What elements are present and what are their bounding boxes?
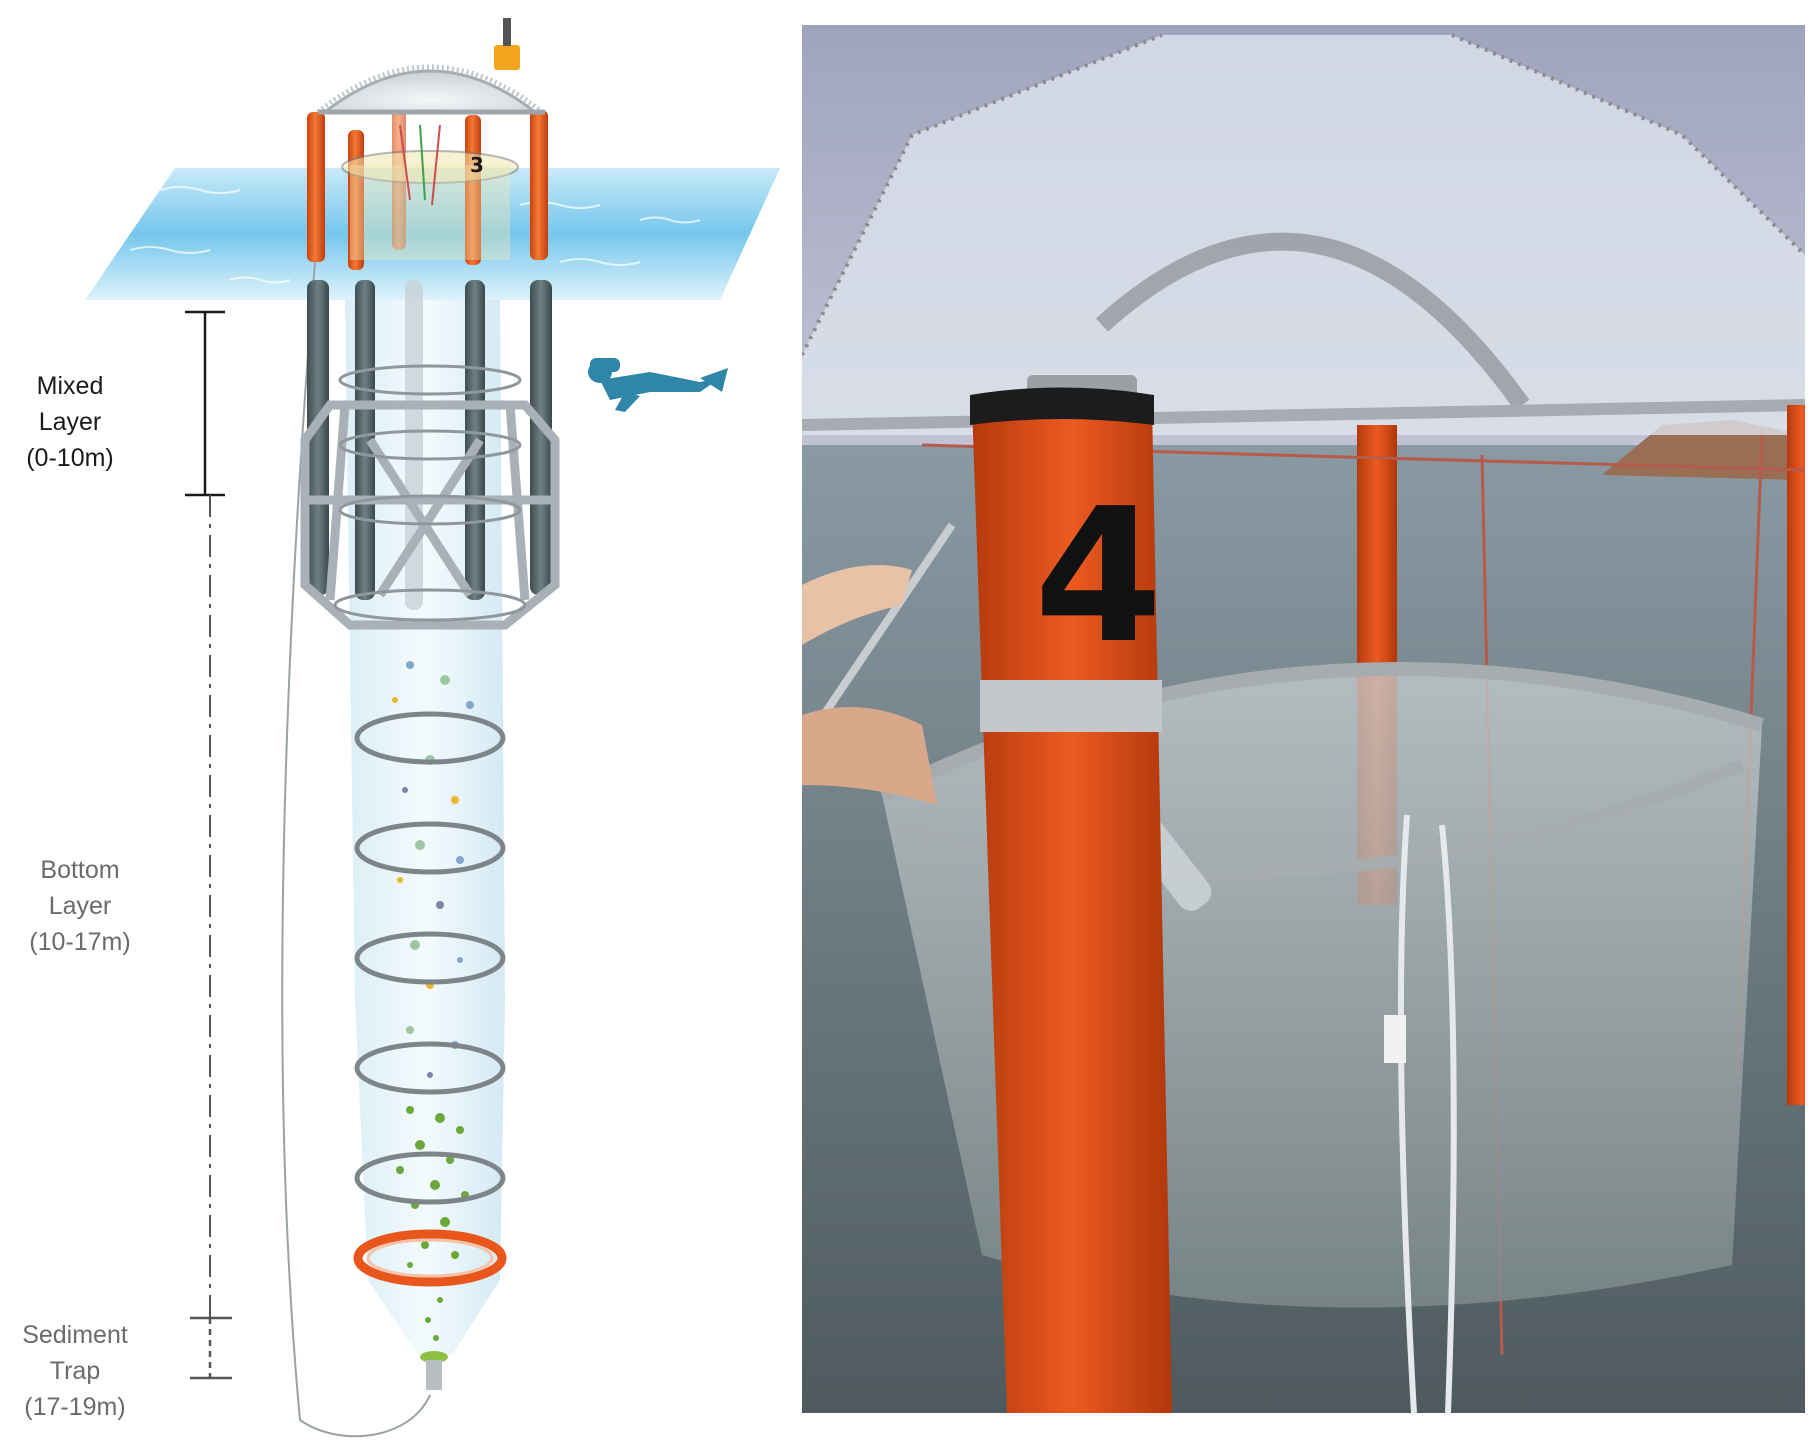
water-surface — [85, 168, 780, 300]
mixed-layer-label: Mixed Layer (0-10m) — [26, 372, 114, 472]
post-number: 4 — [1034, 468, 1163, 684]
tether-line — [281, 261, 431, 1438]
upper-rings — [333, 364, 527, 622]
depth-scale — [185, 310, 232, 1380]
hand-lower — [802, 707, 937, 805]
hanging-probes — [399, 124, 441, 206]
enclosure-hoops — [354, 711, 506, 1205]
canopy-arch — [1095, 232, 1530, 411]
bird-spikes-right — [1451, 33, 1805, 257]
plankton-particles — [392, 661, 474, 1078]
sampling-hose — [1397, 814, 1417, 1413]
mesocosm-diagram: 3 Mixed Layer (0-10m) Bottom Layer (10-1… — [0, 0, 800, 1448]
frame-rim — [802, 399, 1805, 431]
enclosure-top — [350, 165, 510, 260]
tank-number: 3 — [470, 153, 484, 177]
sediment-trap-ring — [353, 1229, 507, 1287]
reflective-band — [980, 680, 1162, 732]
scuba-diver-icon — [588, 358, 728, 412]
data-logger — [494, 45, 520, 70]
sediment-trap-label: Sediment Trap (17-19m) — [22, 1321, 128, 1421]
dome-roof — [320, 69, 540, 114]
hand-upper — [802, 565, 912, 645]
post-right — [1787, 405, 1805, 1105]
water-ripples — [129, 186, 701, 284]
bottom-layer-label: Bottom Layer (10-17m) — [29, 856, 131, 956]
support-frame — [300, 400, 560, 630]
field-photo: 4 — [802, 25, 1805, 1413]
post-cap — [970, 387, 1154, 425]
surface-collar — [341, 150, 519, 184]
mesocosm-illustration: 3 — [85, 18, 780, 1438]
sediment-valve — [426, 1360, 442, 1390]
sampling-pole — [813, 522, 956, 728]
field-photo-illustration: 4 — [802, 25, 1805, 1413]
bird-spikes-left — [802, 33, 1163, 356]
post-foreground — [972, 405, 1172, 1413]
hose-clamp — [1384, 1015, 1406, 1063]
dome-spikes — [316, 64, 544, 114]
